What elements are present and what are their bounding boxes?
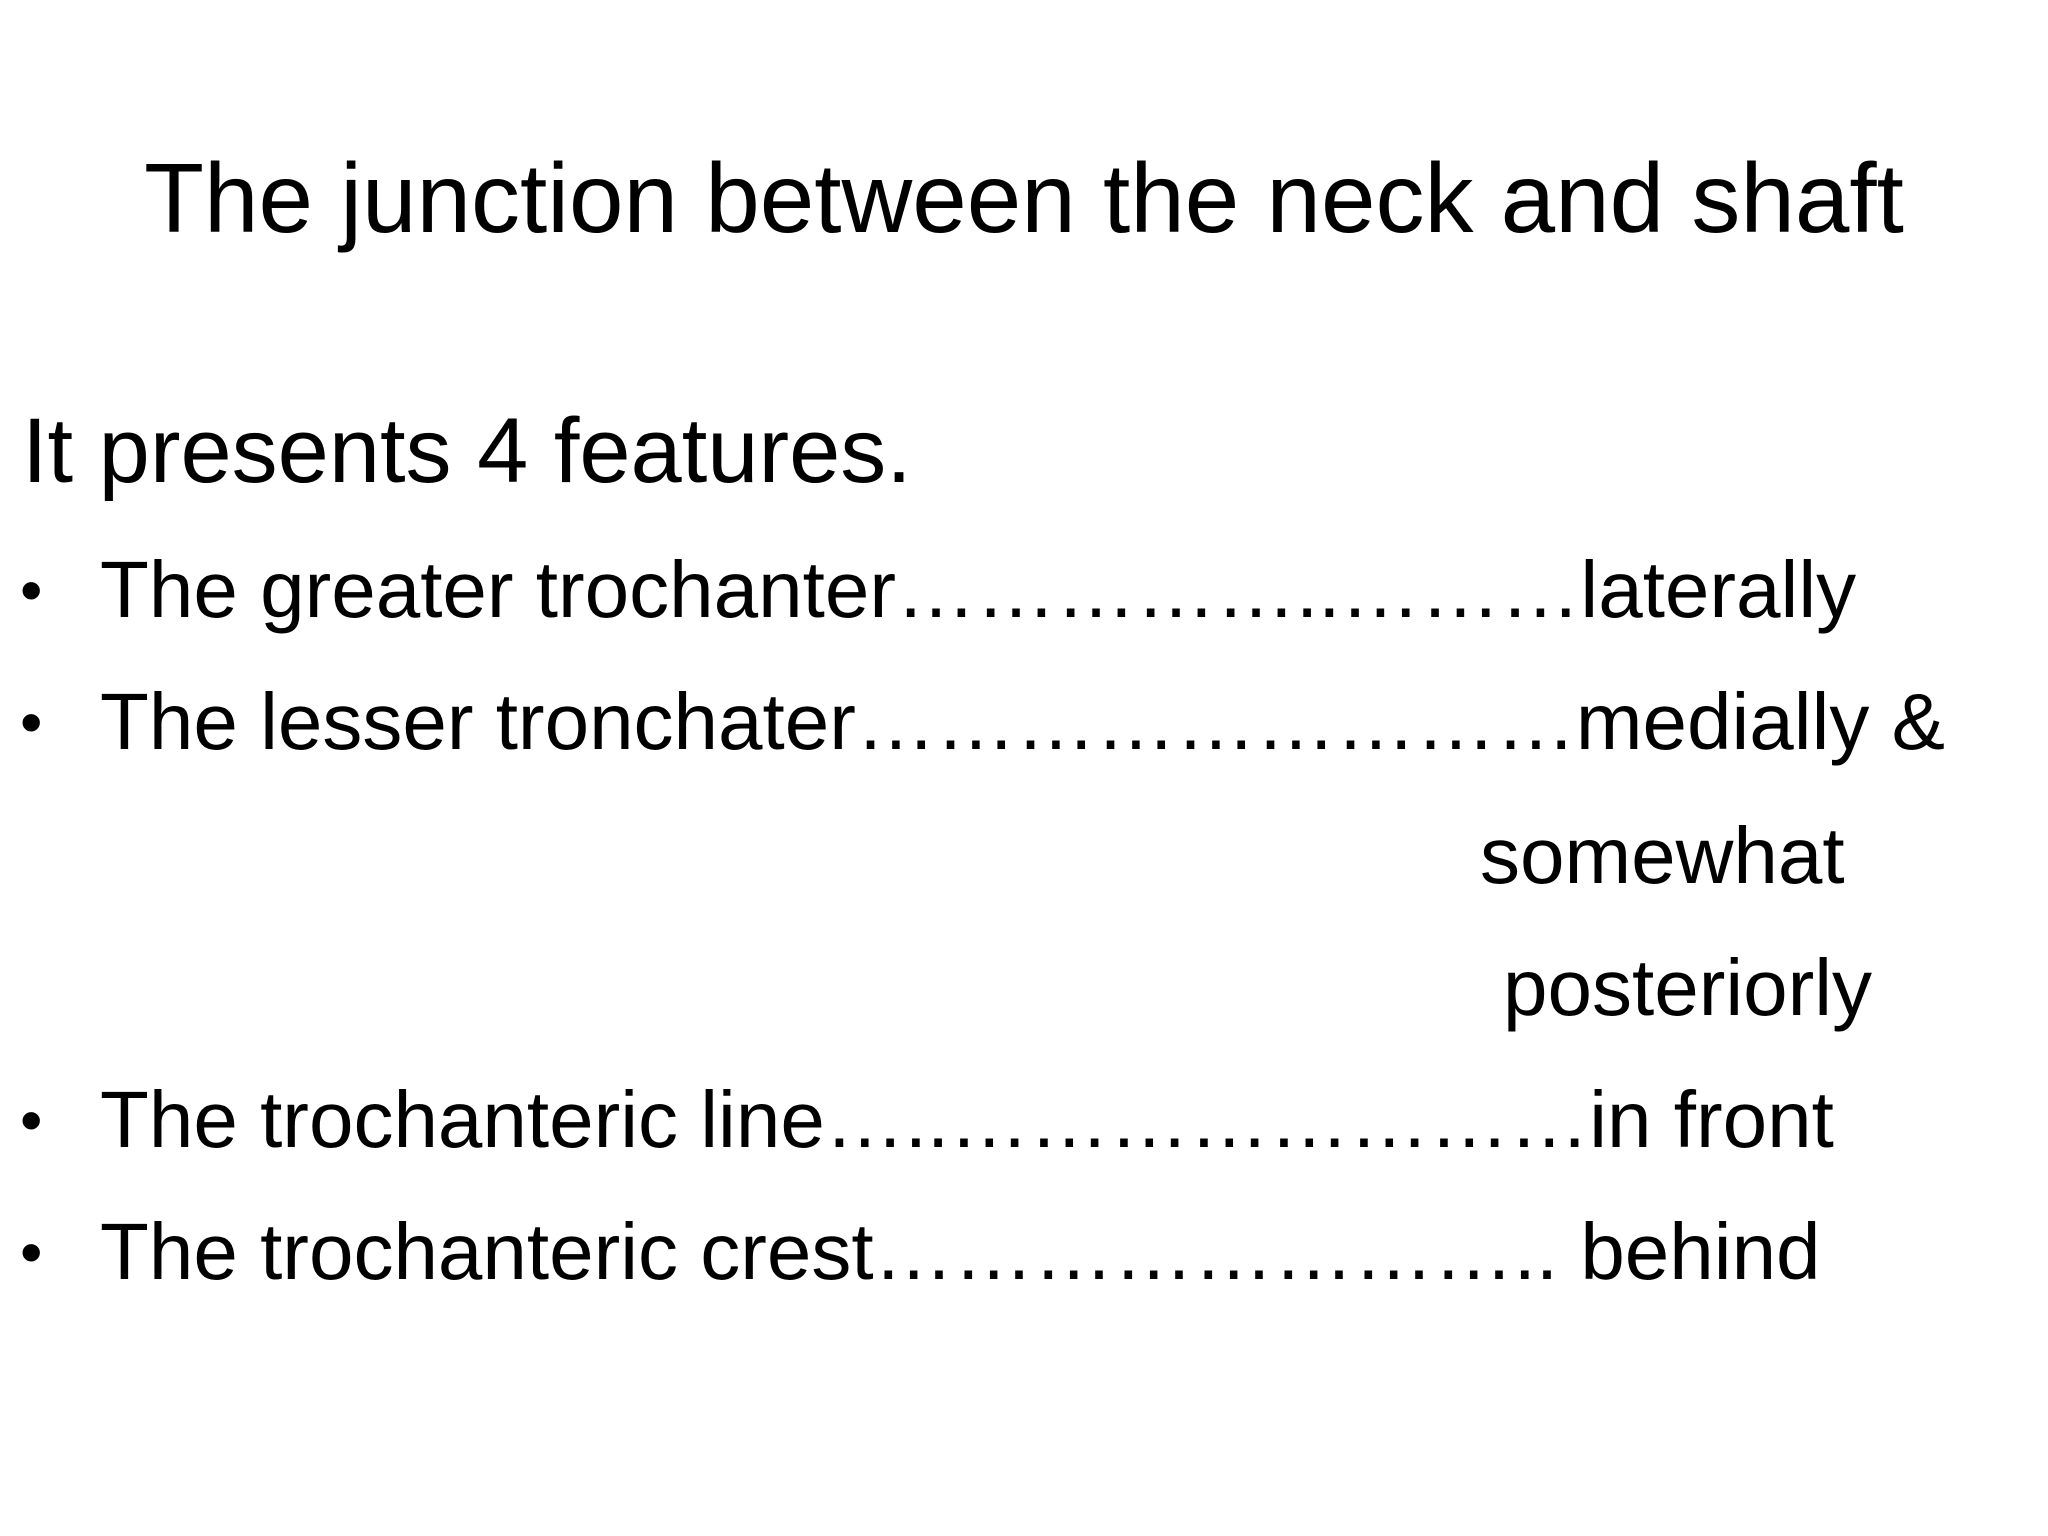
list-item-text: The trochanteric line…..……………………in front — [100, 1075, 1834, 1164]
bullet-icon: • — [20, 1084, 43, 1156]
list-item-text: The trochanteric crest…………………….. behind — [100, 1207, 1821, 1296]
intro-text: It presents 4 features. — [22, 400, 912, 502]
slide-title: The junction between the neck and shaft — [144, 143, 1904, 253]
bullet-icon: • — [20, 554, 43, 626]
bullet-icon: • — [20, 686, 43, 758]
list-item-continuation: somewhat — [1480, 811, 1845, 900]
list-item-text: The greater trochanter……………..………laterall… — [100, 545, 1857, 634]
bullet-icon: • — [20, 1216, 43, 1288]
list-item-continuation: posteriorly — [1503, 943, 1873, 1032]
list-item-text: The lesser tronchater………………………medially & — [100, 677, 1945, 766]
